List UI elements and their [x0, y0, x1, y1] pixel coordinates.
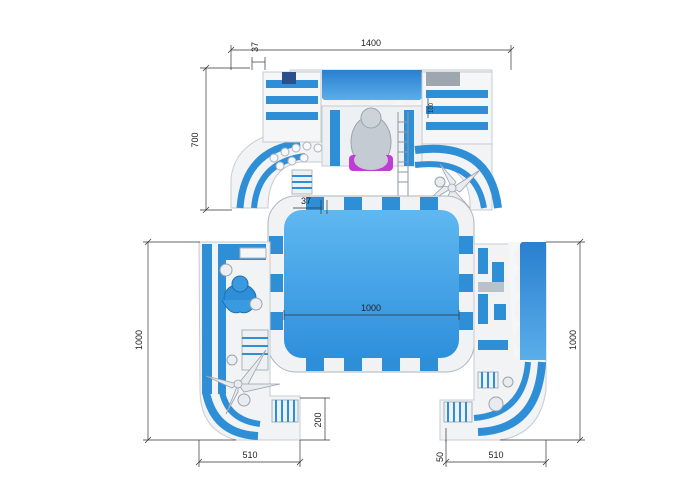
dim-left-height: 700: [190, 132, 200, 147]
pool-water: [284, 210, 459, 358]
right-stairs: [443, 371, 499, 423]
dim-inner-offset: 37: [301, 196, 311, 206]
left-snowflake: [205, 349, 281, 415]
left-module: [198, 241, 301, 441]
top-wave-wall: [322, 70, 422, 100]
center-pool: [267, 195, 475, 373]
dim-right-step: 50: [435, 452, 445, 462]
dim-top-offset: 37: [250, 42, 260, 52]
dim-right-width: 510: [488, 450, 503, 460]
top-bubbles: [269, 141, 323, 171]
left-character: [221, 275, 259, 314]
dimension-lines: [143, 45, 585, 467]
center-ladder: [397, 112, 409, 196]
dim-top-width: 1400: [361, 38, 381, 48]
dim-wall-height: 100: [429, 102, 435, 113]
right-blocks: [478, 248, 508, 350]
pool-wall-stripes: [269, 197, 473, 371]
right-wave-wall: [520, 242, 546, 360]
top-module: [230, 69, 502, 211]
right-module: [439, 242, 547, 441]
dim-right-module-height: 1000: [568, 330, 578, 350]
dim-left-step: 200: [313, 412, 323, 427]
top-left-stairs: [291, 169, 313, 195]
dim-left-width: 510: [242, 450, 257, 460]
left-stairs: [271, 399, 299, 423]
dim-pool-width: 1000: [361, 303, 381, 313]
dim-left-module-height: 1000: [134, 330, 144, 350]
